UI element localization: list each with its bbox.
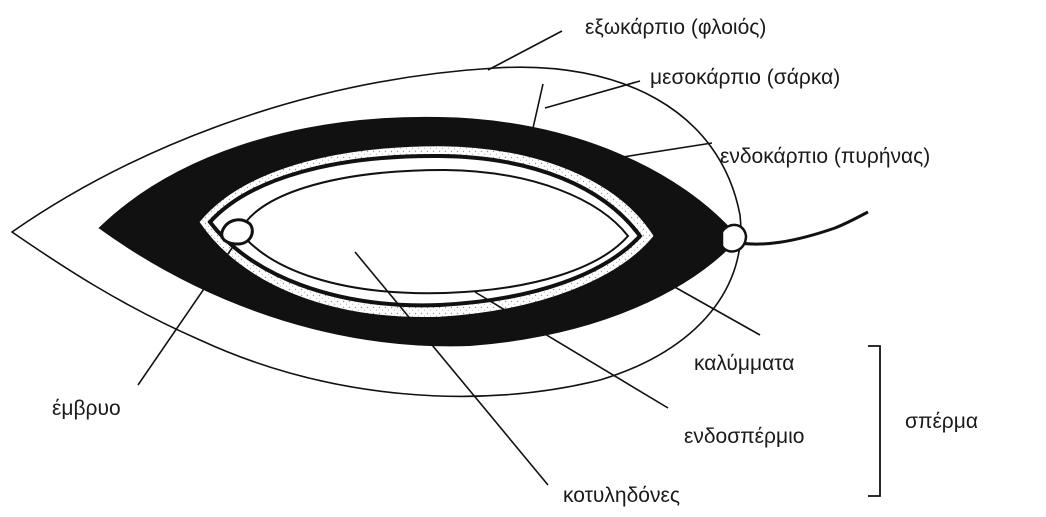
label-seed: σπέρμα: [905, 410, 978, 433]
leader-endocarp: [604, 143, 712, 160]
label-exocarp: εξωκάρπιο (φλοιός): [585, 16, 766, 39]
embryo-shape: [222, 220, 253, 244]
leader-mesocarp-arrow: [533, 84, 543, 128]
label-cotyledons: κοτυληδόνες: [563, 484, 680, 507]
label-mesocarp: μεσοκάρπιο (σάρκα): [650, 66, 840, 89]
stalk-attachment: [722, 225, 746, 252]
label-embryo: έμβρυο: [52, 397, 121, 420]
leader-mesocarp-a: [545, 81, 640, 108]
leader-coats: [648, 272, 760, 335]
stalk-inner: [738, 218, 840, 236]
seed-bracket: [868, 346, 880, 496]
leader-exocarp: [488, 31, 562, 70]
label-coats: καλύμματα: [694, 352, 794, 375]
label-endosperm: ενδοσπέρμιο: [684, 425, 804, 448]
label-endocarp: ενδοκάρπιο (πυρήνας): [720, 145, 930, 168]
